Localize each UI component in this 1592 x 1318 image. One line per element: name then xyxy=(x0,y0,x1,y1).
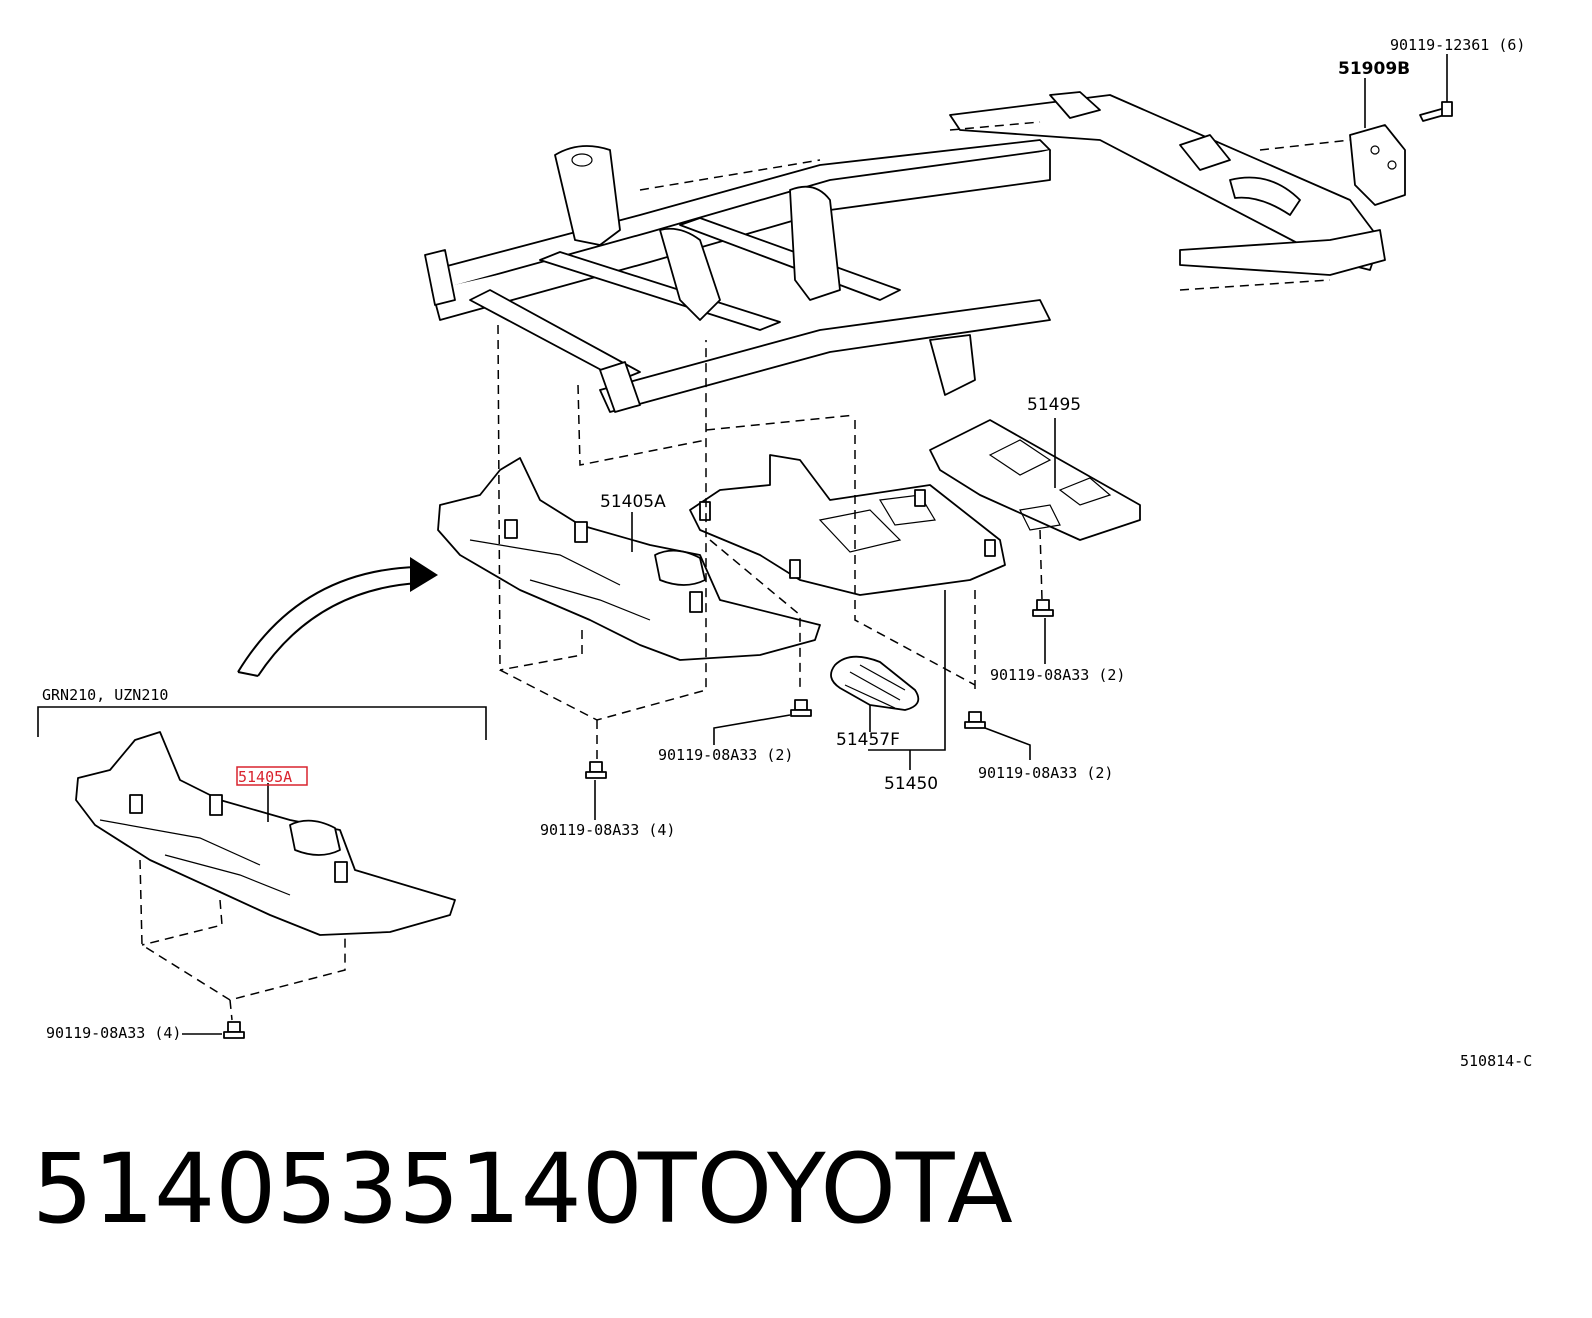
bolt-icons xyxy=(223,599,1054,1039)
center-cover-51450 xyxy=(689,454,1006,596)
footer-part-number: 5140535140 xyxy=(32,1133,643,1245)
inset-front-cover xyxy=(75,731,456,936)
label-variant-note: GRN210, UZN210 xyxy=(42,686,168,704)
label-bolt-right-lower: 90119-08A33 (2) xyxy=(978,764,1113,782)
label-bolt-rear-top: 90119-12361 (6) xyxy=(1390,36,1525,54)
label-bracket: 51909B xyxy=(1338,59,1410,79)
bolt-icon xyxy=(790,699,812,717)
label-bolt-inset: 90119-08A33 (4) xyxy=(46,1024,181,1042)
bolt-icon xyxy=(585,761,607,779)
front-cover-51405A xyxy=(437,457,821,661)
service-hole-cover-51457F xyxy=(830,655,920,711)
bolt-icon xyxy=(223,1021,245,1039)
frame-illustration xyxy=(424,91,1453,413)
bolt-icon xyxy=(964,711,986,729)
label-front-cover-inset: 51405A xyxy=(238,768,292,786)
bolt-icon xyxy=(1032,599,1054,617)
label-center-cover-assy: 51450 xyxy=(884,774,938,794)
label-front-cover: 51405A xyxy=(600,492,666,512)
label-bolt-front-center: 90119-08A33 (2) xyxy=(658,746,793,764)
label-bolt-front-bottom: 90119-08A33 (4) xyxy=(540,821,675,839)
footer-brand: TOYOTA xyxy=(637,1133,1013,1245)
leader-lines xyxy=(37,54,1448,1035)
label-service-hole-cover: 51457F xyxy=(836,730,900,750)
label-rear-cover: 51495 xyxy=(1027,395,1081,415)
highlight-box xyxy=(236,766,308,786)
curved-arrow-icon xyxy=(237,557,438,677)
label-bolt-mid-right: 90119-08A33 (2) xyxy=(990,666,1125,684)
dashed-alignment-lines xyxy=(139,324,1043,1021)
rear-cover-51495 xyxy=(929,419,1141,541)
label-diagram-code: 510814-C xyxy=(1460,1052,1532,1070)
